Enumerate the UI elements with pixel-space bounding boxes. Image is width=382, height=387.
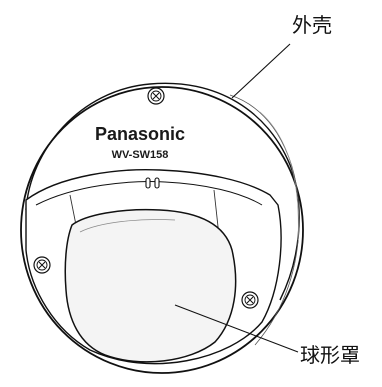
model-number: WV-SW158: [112, 149, 169, 161]
indicator-slot-right: [154, 177, 160, 189]
housing-leader-line: [231, 43, 291, 99]
housing-label: 外壳: [292, 13, 332, 37]
screw-right: [241, 291, 259, 309]
window-inner-edge: [35, 181, 263, 206]
dome-cover: [64, 208, 237, 363]
screw-top: [147, 87, 165, 105]
dome-leader-line: [174, 304, 299, 353]
housing-side-wall: [229, 94, 300, 346]
screw-left: [33, 256, 51, 274]
dome-cover-label: 球形罩: [300, 343, 360, 367]
brand-logo: Panasonic: [95, 124, 185, 144]
indicator-slot-left: [145, 177, 151, 189]
housing-shade-line: [259, 111, 299, 241]
dome-highlight: [79, 219, 176, 233]
